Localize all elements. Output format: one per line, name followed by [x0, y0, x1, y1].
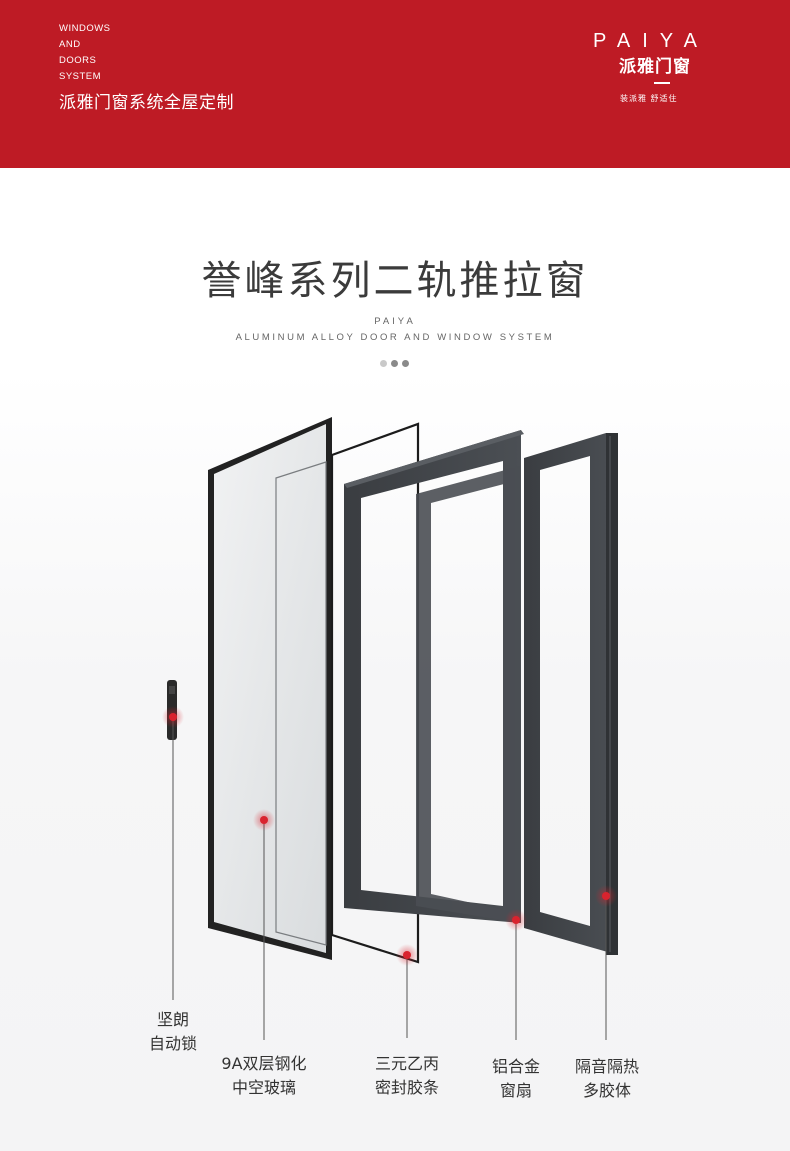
page-title: 誉峰系列二轨推拉窗 — [201, 258, 589, 304]
tagline-line: WINDOWS — [59, 23, 111, 34]
feature-markers — [162, 706, 617, 966]
callout-line: 自动锁 — [148, 1034, 197, 1053]
logo-subtitle: 装派雅 舒适住 — [620, 94, 678, 103]
pager-dot[interactable] — [380, 360, 387, 367]
callout-lock: 坚朗 自动锁 — [135, 1008, 211, 1056]
leader-lines — [172, 717, 607, 1040]
callout-line: 隔音隔热 — [574, 1057, 639, 1076]
callout-insulation: 隔音隔热 多胶体 — [560, 1055, 654, 1103]
slogan: 派雅门窗系统全屋定制 — [59, 93, 234, 113]
header-banner: WINDOWS AND DOORS SYSTEM 派雅门窗系统全屋定制 PAIY… — [0, 0, 790, 168]
pager-dot[interactable] — [391, 360, 398, 367]
tagline: WINDOWS AND DOORS SYSTEM — [59, 21, 111, 85]
pager-dots[interactable] — [380, 360, 412, 368]
callout-line: 窗扇 — [499, 1081, 532, 1100]
callout-line: 密封胶条 — [374, 1078, 439, 1097]
logo-latin-text: PAIYA — [593, 30, 709, 52]
logo-chinese-text: 派雅门窗 — [619, 57, 691, 77]
window-exploded-view — [162, 417, 618, 1040]
callout-line: 9A双层钢化 — [221, 1054, 307, 1073]
callout-line: 中空玻璃 — [231, 1078, 296, 1097]
product-illustration — [0, 370, 790, 1151]
glass-panel — [208, 417, 332, 960]
tagline-line: DOORS — [59, 55, 97, 66]
callout-line: 坚朗 — [156, 1010, 189, 1029]
callout-line: 铝合金 — [491, 1057, 540, 1076]
brand-name: PAIYA — [374, 316, 416, 327]
callout-seal: 三元乙丙 密封胶条 — [358, 1052, 456, 1100]
tagline-line: AND — [59, 39, 81, 50]
callout-line: 三元乙丙 — [374, 1054, 439, 1073]
seal-strip — [330, 422, 420, 964]
logo-divider — [654, 82, 670, 84]
pager-dot[interactable] — [402, 360, 409, 367]
sash-frame — [416, 466, 520, 923]
brand-subtitle: ALUMINUM ALLOY DOOR AND WINDOW SYSTEM — [235, 332, 555, 343]
sash-frame — [344, 430, 524, 923]
tagline-line: SYSTEM — [59, 71, 102, 82]
callout-line: 多胶体 — [582, 1081, 631, 1100]
outer-frame — [524, 433, 618, 955]
callout-sash: 铝合金 窗扇 — [476, 1055, 556, 1103]
callout-glass: 9A双层钢化 中空玻璃 — [206, 1052, 322, 1100]
